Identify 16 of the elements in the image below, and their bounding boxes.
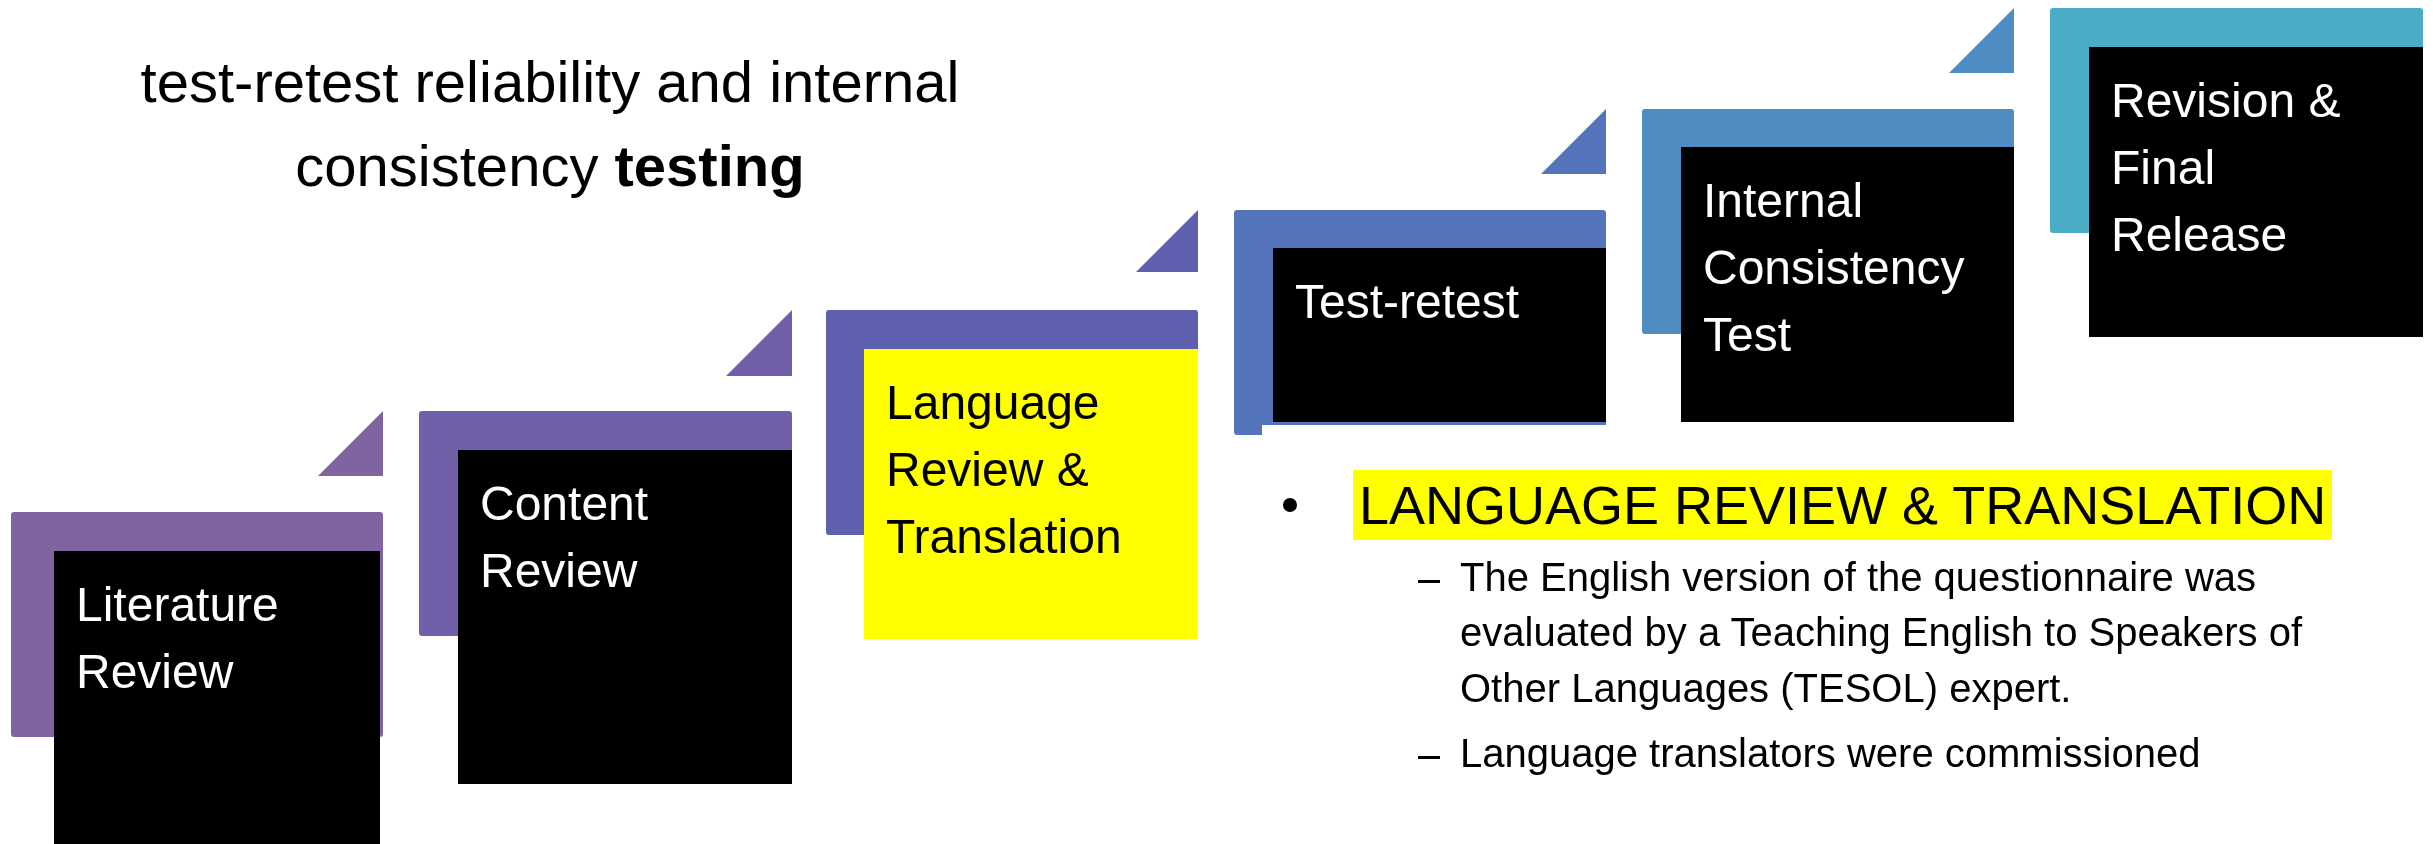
section-heading: LANGUAGE REVIEW & TRANSLATION <box>1353 470 2333 541</box>
step-label: Content Review <box>480 476 650 600</box>
step-box <box>2089 47 2423 337</box>
step-box <box>1273 248 1606 422</box>
step-box <box>864 349 1198 639</box>
step-box <box>1681 147 2014 422</box>
step-box <box>54 551 380 844</box>
step-label: Internal Consistency Test <box>1703 173 1966 364</box>
step-label: Revision & Final Release <box>2111 73 2342 264</box>
step-box <box>458 450 792 784</box>
step-label: Literature Review <box>76 577 280 701</box>
step-label: Test-retest <box>1295 274 1521 330</box>
slide-title: test-retest reliability and internal consistency testing <box>139 48 961 201</box>
bullet-text: Language translators were commissioned <box>1460 729 2202 777</box>
step-label: Language Review & Translation <box>886 375 1123 566</box>
bullet-text: The English version of the questionnaire was evaluated by a Teaching English to Speakers of Other Languages (TESOL) expert. <box>1460 554 2304 712</box>
